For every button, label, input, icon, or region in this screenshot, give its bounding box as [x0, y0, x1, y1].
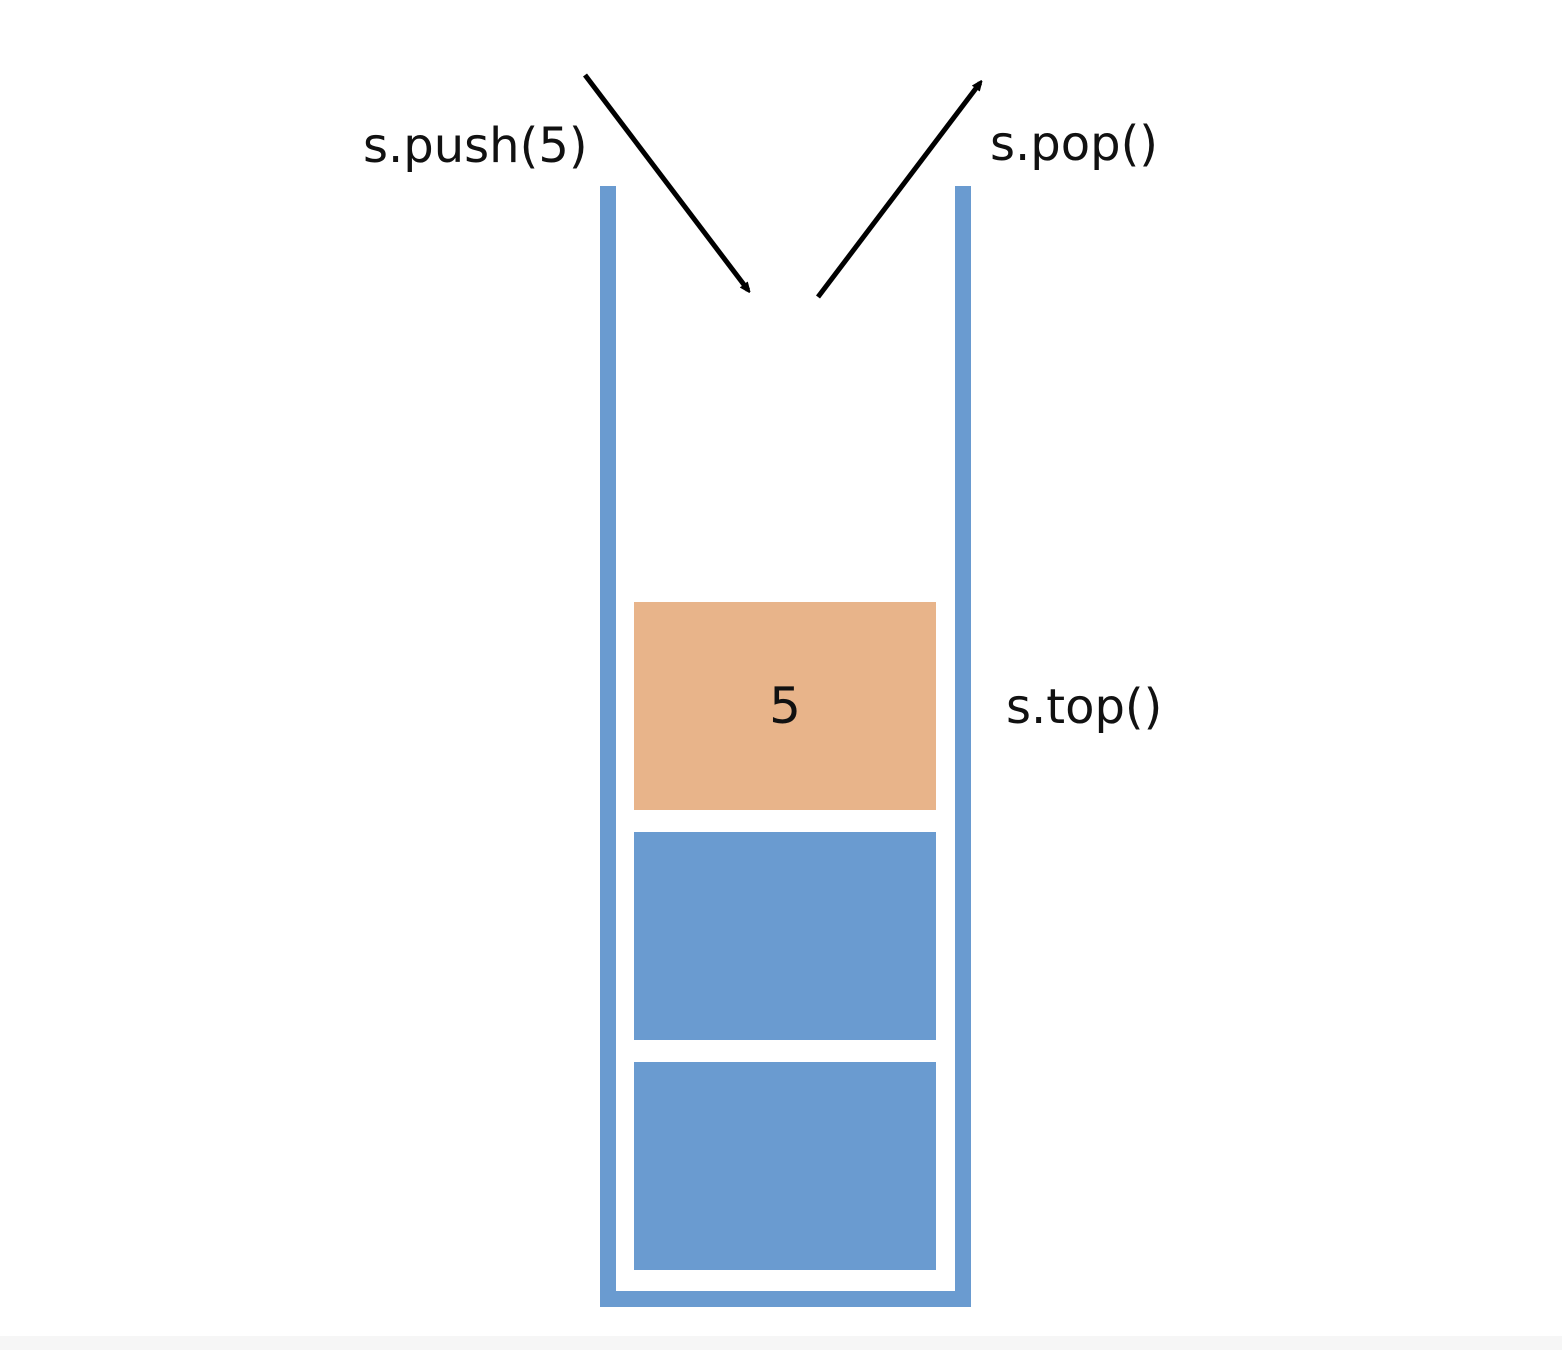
top-operation-label: s.top()	[1006, 679, 1163, 735]
container-right-wall	[955, 186, 971, 1306]
push-arrow	[583, 73, 748, 290]
container-bottom	[600, 1291, 971, 1307]
stack-element-value	[634, 1062, 936, 1270]
stack-container	[600, 186, 971, 1307]
pop-operation-label: s.pop()	[990, 116, 1159, 172]
stack-element-top: 5	[634, 602, 936, 810]
push-operation-label: s.push(5)	[363, 118, 588, 174]
stack-element-value: 5	[769, 677, 801, 735]
bottom-band	[0, 1336, 1562, 1350]
stack-element-value	[634, 832, 936, 1040]
stack-element-bottom	[634, 1062, 936, 1270]
container-left-wall	[600, 186, 616, 1306]
stack-element	[634, 832, 936, 1040]
pop-arrow	[816, 83, 980, 299]
